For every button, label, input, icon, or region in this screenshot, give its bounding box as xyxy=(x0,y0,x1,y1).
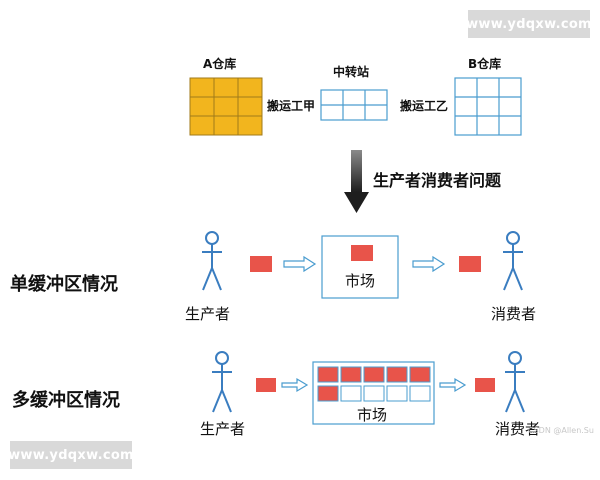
credit-text: CSDN @Allen.Su xyxy=(528,426,594,435)
transfer-station-grid xyxy=(320,89,388,121)
consumer-label-single: 消费者 xyxy=(491,305,537,323)
warehouse-a-grid xyxy=(189,77,263,136)
worker-a-label: 搬运工甲 xyxy=(267,99,316,113)
item-multi-out xyxy=(475,378,495,392)
buffer-slot-empty xyxy=(340,385,362,402)
producer-label-single: 生产者 xyxy=(185,305,231,323)
single-buffer-title: 单缓冲区情况 xyxy=(10,274,118,295)
market-label-single: 市场 xyxy=(345,272,376,290)
transfer-station-label: 中转站 xyxy=(333,65,370,79)
buffer-slot-empty xyxy=(409,385,431,402)
buffer-slot-empty xyxy=(386,385,408,402)
buffer-slot-filled xyxy=(386,366,408,383)
down-arrow-icon xyxy=(344,150,369,213)
hollow-arrow-icon xyxy=(281,377,309,393)
consumer-label-multi: 消费者 xyxy=(495,420,541,438)
problem-title: 生产者消费者问题 xyxy=(373,171,502,190)
buffer-slot-filled xyxy=(340,366,362,383)
worker-b-label: 搬运工乙 xyxy=(400,99,449,113)
market-item-single xyxy=(351,245,373,261)
warehouse-a-label: A仓库 xyxy=(203,57,237,71)
consumer-figure-multi xyxy=(505,351,525,413)
buffer-slot-filled xyxy=(317,366,339,383)
watermark-top: www.ydqxw.com xyxy=(466,10,592,38)
item-multi-in xyxy=(256,378,276,392)
buffer-slot-filled xyxy=(409,366,431,383)
hollow-arrow-icon xyxy=(412,255,446,273)
market-label-multi: 市场 xyxy=(357,406,388,424)
producer-figure-single xyxy=(202,231,222,291)
buffer-slot-empty xyxy=(363,385,385,402)
multi-buffer-title: 多缓冲区情况 xyxy=(12,390,120,411)
watermark-bottom: www.ydqxw.com xyxy=(8,441,134,469)
producer-figure-multi xyxy=(212,351,232,413)
item-single-out xyxy=(459,256,481,272)
warehouse-b-grid xyxy=(454,77,522,136)
buffer-slot-filled xyxy=(317,385,339,402)
buffer-slot-filled xyxy=(363,366,385,383)
market-slots-multi xyxy=(317,366,431,402)
producer-label-multi: 生产者 xyxy=(200,420,246,438)
item-single-in xyxy=(250,256,272,272)
hollow-arrow-icon xyxy=(439,377,467,393)
hollow-arrow-icon xyxy=(283,255,317,273)
consumer-figure-single xyxy=(503,231,523,291)
warehouse-b-label: B仓库 xyxy=(468,57,502,71)
